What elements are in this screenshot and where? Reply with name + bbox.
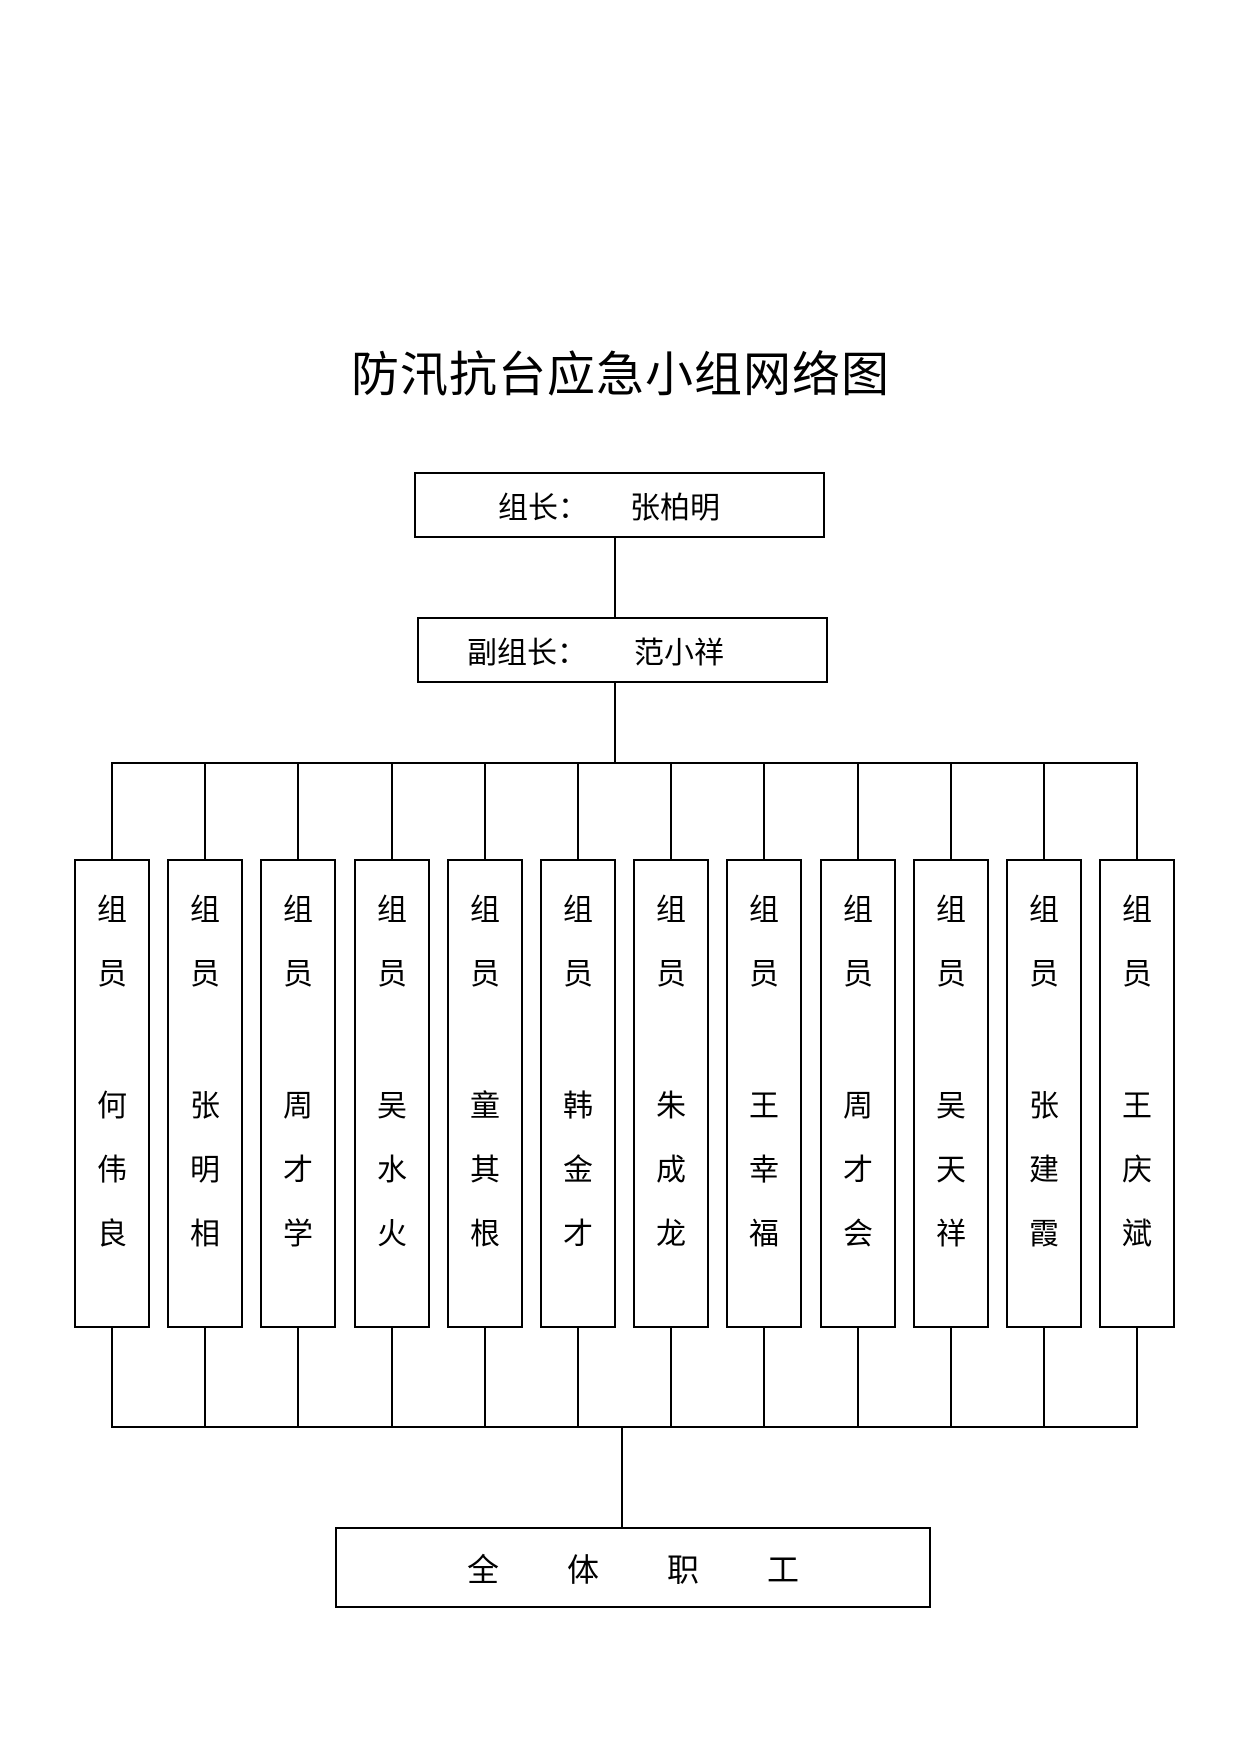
member-connector-top (1043, 763, 1045, 859)
member-title: 组员 (1029, 893, 1059, 992)
connector-deputy-bus (614, 683, 616, 763)
member-name: 吴水火 (377, 1089, 407, 1252)
member-title: 组员 (843, 893, 873, 992)
member-connector-bottom (204, 1328, 206, 1427)
member-connector-top (391, 763, 393, 859)
leader-role-label: 组长： (498, 491, 588, 526)
member-title: 组员 (749, 893, 779, 992)
deputy-box: 副组长： 范小祥 (417, 617, 828, 683)
member-connector-top (857, 763, 859, 859)
member-box: 组员朱成龙 (633, 859, 709, 1328)
member-name: 何伟良 (97, 1089, 127, 1252)
all-staff-box: 全体职工 (335, 1527, 931, 1608)
member-box: 组员张建霞 (1006, 859, 1082, 1328)
member-box: 组员吴水火 (354, 859, 430, 1328)
member-title: 组员 (1122, 893, 1152, 992)
member-title: 组员 (190, 893, 220, 992)
member-connector-top (670, 763, 672, 859)
member-name: 周才会 (843, 1089, 873, 1252)
member-name: 张建霞 (1029, 1089, 1059, 1252)
member-connector-top (577, 763, 579, 859)
member-connector-bottom (391, 1328, 393, 1427)
leader-name: 张柏明 (630, 491, 720, 526)
connector-leader-deputy (614, 538, 616, 617)
member-connector-top (484, 763, 486, 859)
member-box: 组员韩金才 (540, 859, 616, 1328)
member-connector-top (111, 763, 113, 859)
member-connector-top (950, 763, 952, 859)
member-title: 组员 (377, 893, 407, 992)
member-connector-bottom (1043, 1328, 1045, 1427)
member-name: 朱成龙 (656, 1089, 686, 1252)
member-connector-top (1136, 763, 1138, 859)
all-staff-label: 全体职工 (466, 1550, 867, 1589)
member-box: 组员张明相 (167, 859, 243, 1328)
member-box: 组员吴天祥 (913, 859, 989, 1328)
member-connector-bottom (763, 1328, 765, 1427)
connector-bus-all-staff (621, 1427, 623, 1527)
member-connector-bottom (577, 1328, 579, 1427)
member-connector-top (204, 763, 206, 859)
top-bus-line (111, 762, 1138, 764)
member-title: 组员 (563, 893, 593, 992)
member-name: 王庆斌 (1122, 1089, 1152, 1252)
member-connector-bottom (950, 1328, 952, 1427)
member-box: 组员童其根 (447, 859, 523, 1328)
member-connector-bottom (670, 1328, 672, 1427)
member-name: 王幸福 (749, 1089, 779, 1252)
member-connector-bottom (1136, 1328, 1138, 1427)
member-title: 组员 (936, 893, 966, 992)
member-box: 组员何伟良 (74, 859, 150, 1328)
bottom-bus-line (111, 1426, 1138, 1428)
member-title: 组员 (283, 893, 313, 992)
deputy-role-label: 副组长： (467, 636, 587, 671)
member-connector-top (297, 763, 299, 859)
member-name: 周才学 (283, 1089, 313, 1252)
member-title: 组员 (470, 893, 500, 992)
member-title: 组员 (97, 893, 127, 992)
member-connector-bottom (297, 1328, 299, 1427)
member-box: 组员王幸福 (726, 859, 802, 1328)
member-name: 童其根 (470, 1089, 500, 1252)
member-box: 组员王庆斌 (1099, 859, 1175, 1328)
member-connector-bottom (857, 1328, 859, 1427)
page-title: 防汛抗台应急小组网络图 (350, 347, 890, 403)
member-name: 张明相 (190, 1089, 220, 1252)
member-box: 组员周才会 (820, 859, 896, 1328)
member-connector-bottom (111, 1328, 113, 1427)
deputy-name: 范小祥 (634, 636, 724, 671)
leader-box: 组长： 张柏明 (414, 472, 825, 538)
member-box: 组员周才学 (260, 859, 336, 1328)
member-name: 吴天祥 (936, 1089, 966, 1252)
member-name: 韩金才 (563, 1089, 593, 1252)
member-connector-bottom (484, 1328, 486, 1427)
member-connector-top (763, 763, 765, 859)
member-title: 组员 (656, 893, 686, 992)
